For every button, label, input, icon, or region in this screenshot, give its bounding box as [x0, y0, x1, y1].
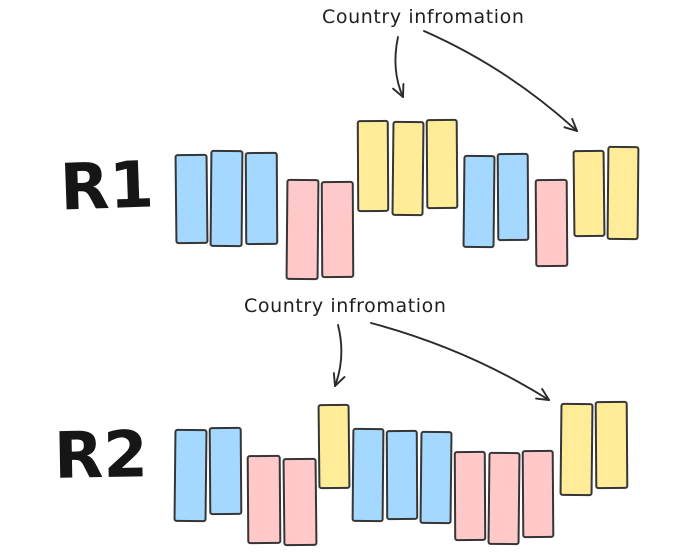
annotation-arrow — [535, 397, 550, 401]
annotation-arrow — [392, 87, 404, 98]
block-blue — [174, 153, 209, 245]
block-pink — [320, 180, 355, 279]
annotation-arrow — [370, 322, 550, 401]
annotation-country-information-r2: Country infromation — [244, 295, 447, 317]
block-blue — [173, 428, 208, 523]
block-pink — [282, 457, 318, 547]
block-yellow — [572, 149, 606, 238]
block-blue — [419, 430, 453, 525]
block-pink — [487, 451, 521, 546]
block-yellow — [425, 118, 459, 210]
block-yellow — [317, 403, 351, 490]
block-pink — [246, 454, 282, 545]
annotation-arrow — [423, 30, 578, 132]
block-yellow — [356, 119, 390, 213]
row-label-r1: R1 — [58, 148, 156, 226]
annotation-arrow — [334, 376, 346, 387]
block-blue — [209, 149, 244, 248]
block-yellow — [559, 402, 594, 497]
annotation-arrow — [541, 388, 550, 401]
block-blue — [462, 154, 496, 249]
block-blue — [496, 152, 530, 242]
annotation-arrow — [571, 117, 578, 132]
annotation-arrow — [394, 36, 404, 98]
block-pink — [521, 449, 555, 539]
block-blue — [208, 426, 243, 516]
row-label-r2: R2 — [53, 418, 149, 494]
block-yellow — [391, 120, 424, 217]
block-yellow — [606, 145, 640, 241]
annotation-arrow — [563, 126, 578, 132]
block-blue — [385, 429, 419, 521]
annotation-arrow — [334, 324, 343, 387]
block-pink — [285, 178, 320, 281]
block-blue — [351, 427, 385, 523]
annotation-country-information-r1: Country infromation — [322, 6, 525, 28]
block-blue — [244, 151, 279, 246]
block-pink — [534, 178, 569, 268]
annotation-arrow — [332, 372, 336, 387]
block-yellow — [594, 400, 629, 490]
block-pink — [453, 450, 487, 542]
